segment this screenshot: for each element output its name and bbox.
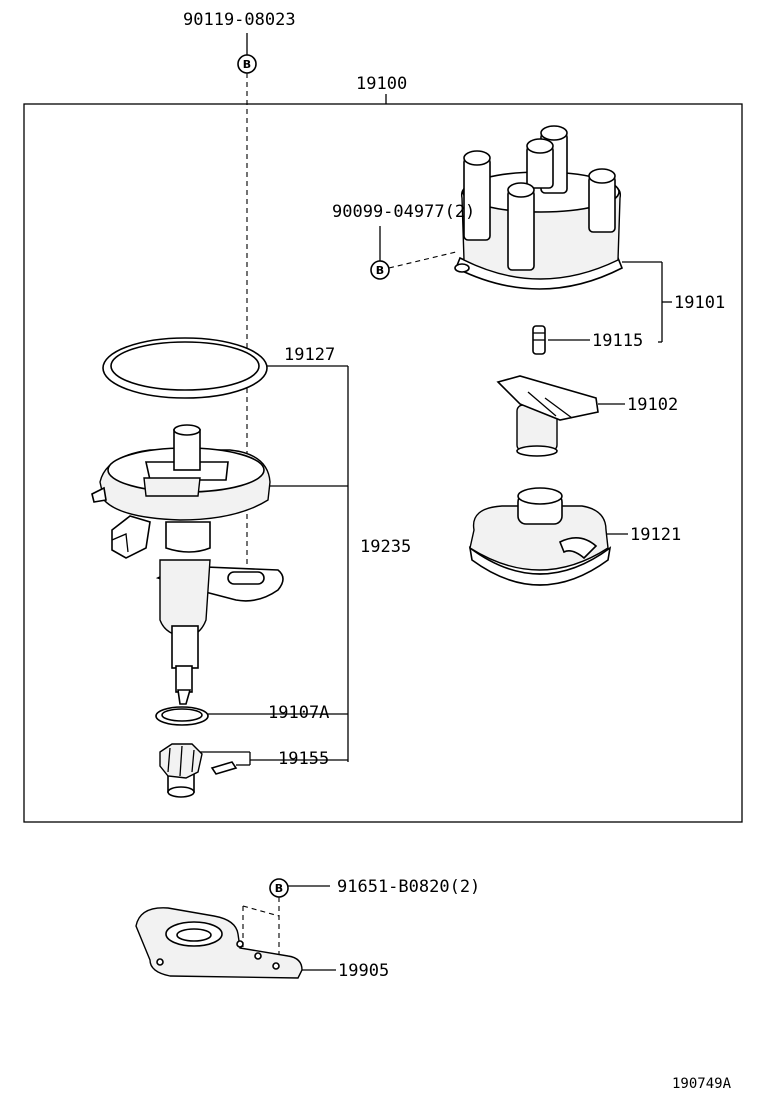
label-oring-large: 19127	[284, 345, 335, 365]
label-screw-cap: 90099-04977(2)	[332, 202, 475, 222]
label-gear: 19155	[278, 749, 329, 769]
bracket-bolt-dashed-3	[242, 905, 280, 917]
label-cap: 19101	[674, 293, 725, 313]
label-oring-small: 19107A	[268, 703, 329, 723]
distributor-cap	[454, 125, 624, 290]
label-cap-insert: 19115	[592, 331, 643, 351]
small-oring	[155, 706, 209, 726]
label-bracket: 19905	[338, 961, 389, 981]
gear-pin	[210, 761, 238, 775]
label-bolt-top: 90119-08023	[183, 10, 296, 30]
figure-code: 190749A	[672, 1076, 732, 1092]
label-rotor: 19102	[627, 395, 678, 415]
label-cover: 19121	[630, 525, 681, 545]
label-housing: 19235	[360, 537, 411, 557]
marker-b-top-letter: B	[243, 58, 251, 71]
marker-b-bracket-letter: B	[275, 882, 283, 895]
distributor-housing	[91, 424, 284, 705]
label-bolt-bracket: 91651-B0820(2)	[337, 877, 480, 897]
marker-b-cap-letter: B	[376, 264, 384, 277]
cap-insert-spring	[532, 325, 546, 355]
dust-cover	[468, 487, 612, 586]
rotor	[496, 375, 599, 457]
assembly-frame	[23, 103, 743, 823]
large-oring	[102, 337, 268, 399]
drive-gear	[159, 743, 203, 798]
marker-b-cap	[370, 260, 390, 280]
mounting-bracket	[135, 907, 303, 979]
label-assembly: 19100	[356, 74, 407, 94]
screw-cap-dashed	[388, 251, 457, 269]
